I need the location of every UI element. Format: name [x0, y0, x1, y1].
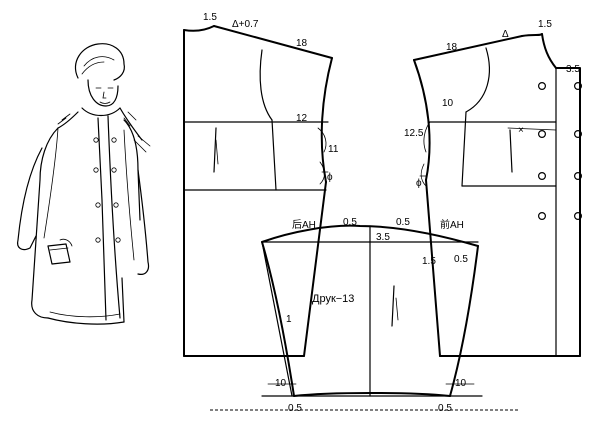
- front-buttons: [537, 81, 582, 221]
- label-front-delta: Δ: [502, 29, 509, 40]
- label-front-neck-width: 1.5: [538, 19, 552, 30]
- label-back-neck-width: 1.5: [203, 12, 217, 23]
- sleeve-pattern: [210, 224, 520, 411]
- label-sleeve-hem-05-right: 0.5: [438, 403, 452, 414]
- label-sleeve-front-ah: 前AH: [440, 218, 464, 231]
- label-front-phi: ϕ: [416, 178, 422, 189]
- coat-buttons: [93, 137, 121, 243]
- label-sleeve-cuff-left-10: 10: [275, 378, 287, 389]
- label-sleeve-length: Друк−13: [312, 293, 354, 305]
- label-sleeve-cap-05-left: 0.5: [343, 217, 357, 228]
- label-back-shoulder-ease: Δ+0.7: [232, 19, 259, 30]
- label-sleeve-cuff-right-10: 10: [455, 378, 467, 389]
- front-bodice-pattern: [413, 33, 582, 357]
- label-sleeve-cap-15: 1.5: [422, 256, 436, 267]
- label-sleeve-cap-35: 3.5: [376, 232, 390, 243]
- label-back-armhole-12: 12: [296, 113, 308, 124]
- label-sleeve-curve-1: 1: [286, 314, 292, 325]
- label-sleeve-cap-05-side: 0.5: [454, 254, 468, 265]
- label-back-armhole-11: 11: [328, 144, 339, 155]
- label-front-armhole-10: 10: [442, 98, 454, 109]
- label-front-placket: 3.5: [566, 64, 580, 75]
- coat-illustration: [17, 43, 151, 325]
- label-front-armhole-12-5: 12.5: [404, 128, 424, 139]
- back-bodice-pattern: [183, 25, 333, 357]
- label-front-shoulder-len: 18: [446, 42, 458, 53]
- pattern-labels: 1.5 Δ+0.7 18 12 11 ϕ 18 Δ 1.5 3.5 10 12.…: [203, 12, 580, 414]
- label-sleeve-back-ah: 后AH: [292, 219, 316, 231]
- label-back-shoulder-len: 18: [296, 38, 308, 49]
- label-sleeve-hem-05-left: 0.5: [288, 403, 302, 414]
- label-dart-mark: ×: [518, 125, 524, 136]
- label-sleeve-cap-05-right: 0.5: [396, 217, 410, 228]
- label-back-phi: ϕ: [327, 172, 333, 183]
